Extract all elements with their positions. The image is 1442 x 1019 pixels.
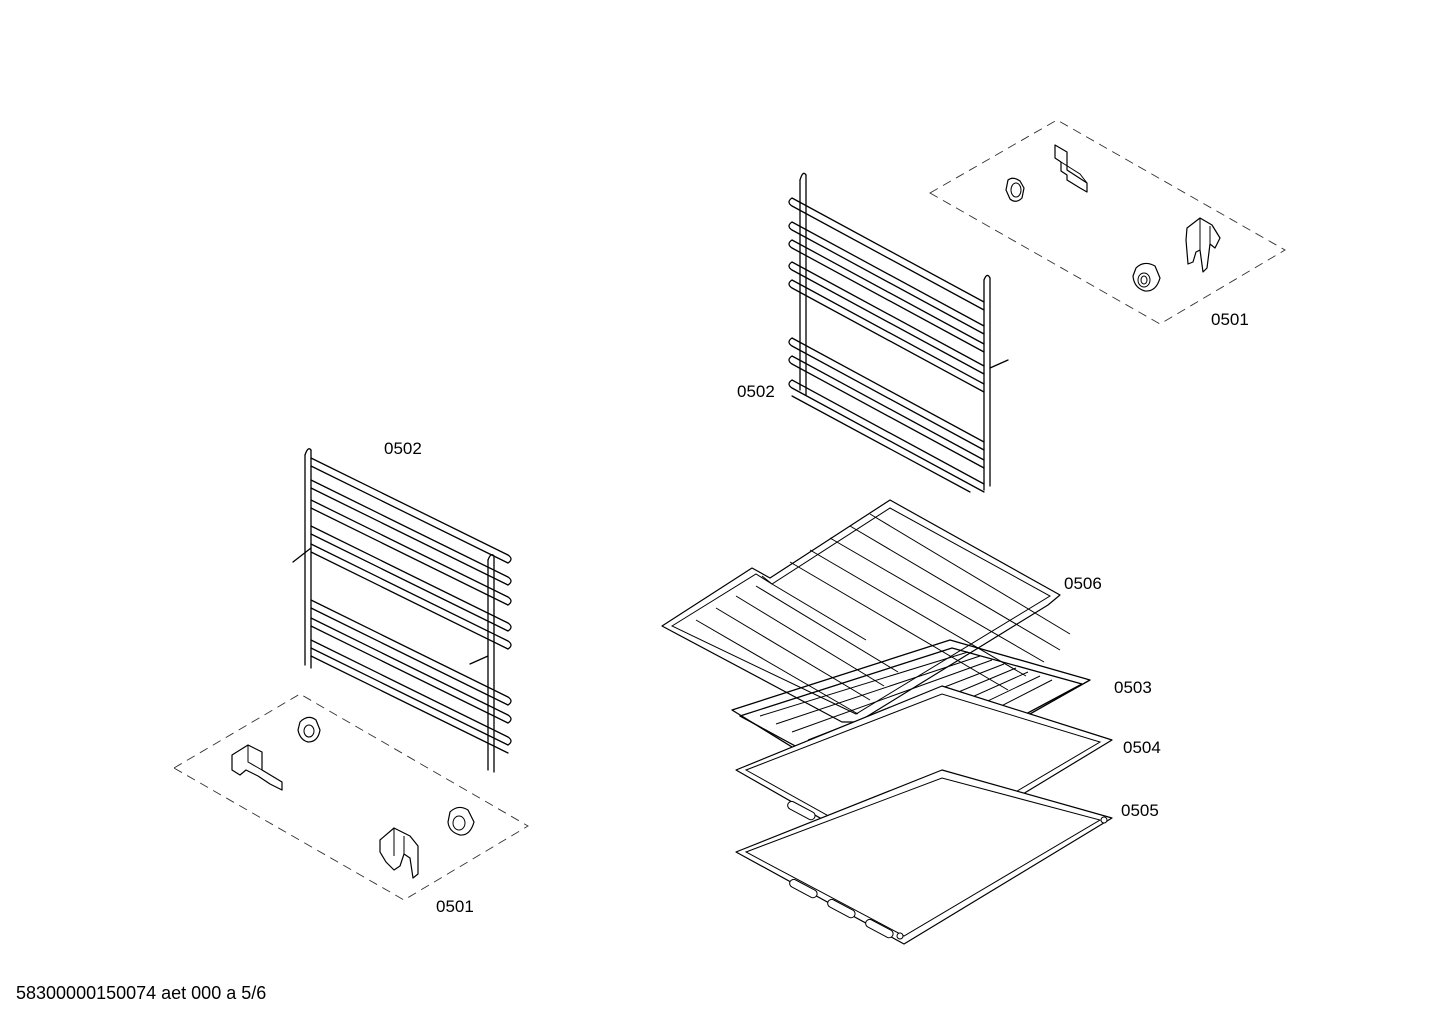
left-shelf-support-rack: 0502 <box>292 439 512 773</box>
clip-bracket-left <box>231 744 283 791</box>
clip-bracket-top <box>1054 144 1088 193</box>
top-right-fittings-group: 0501 <box>929 119 1286 329</box>
top-shelf-support-rack: 0502 <box>737 172 1009 493</box>
label-0501-left: 0501 <box>436 897 474 916</box>
left-fittings-group: 0501 <box>173 693 529 916</box>
hanger-clip-top <box>1185 217 1221 273</box>
label-0506: 0506 <box>1064 574 1102 593</box>
label-0505: 0505 <box>1121 801 1159 820</box>
left-group-outline <box>173 693 529 901</box>
round-bush-left <box>447 806 475 836</box>
label-0504: 0504 <box>1123 738 1161 757</box>
deep-tray <box>735 769 1113 945</box>
label-0502-top: 0502 <box>737 382 775 401</box>
top-right-group-outline <box>929 119 1286 325</box>
label-0502-left: 0502 <box>384 439 422 458</box>
enamel-grill-tray <box>661 499 1071 723</box>
round-bush-top <box>1132 262 1161 292</box>
plug-top <box>1005 177 1025 202</box>
drawing-id-footer: 58300000150074 aet 000 a 5/6 <box>16 983 266 1003</box>
label-0503: 0503 <box>1114 678 1152 697</box>
label-0501-top: 0501 <box>1211 310 1249 329</box>
hanger-clip-left <box>379 827 419 879</box>
plug-left <box>297 716 321 743</box>
